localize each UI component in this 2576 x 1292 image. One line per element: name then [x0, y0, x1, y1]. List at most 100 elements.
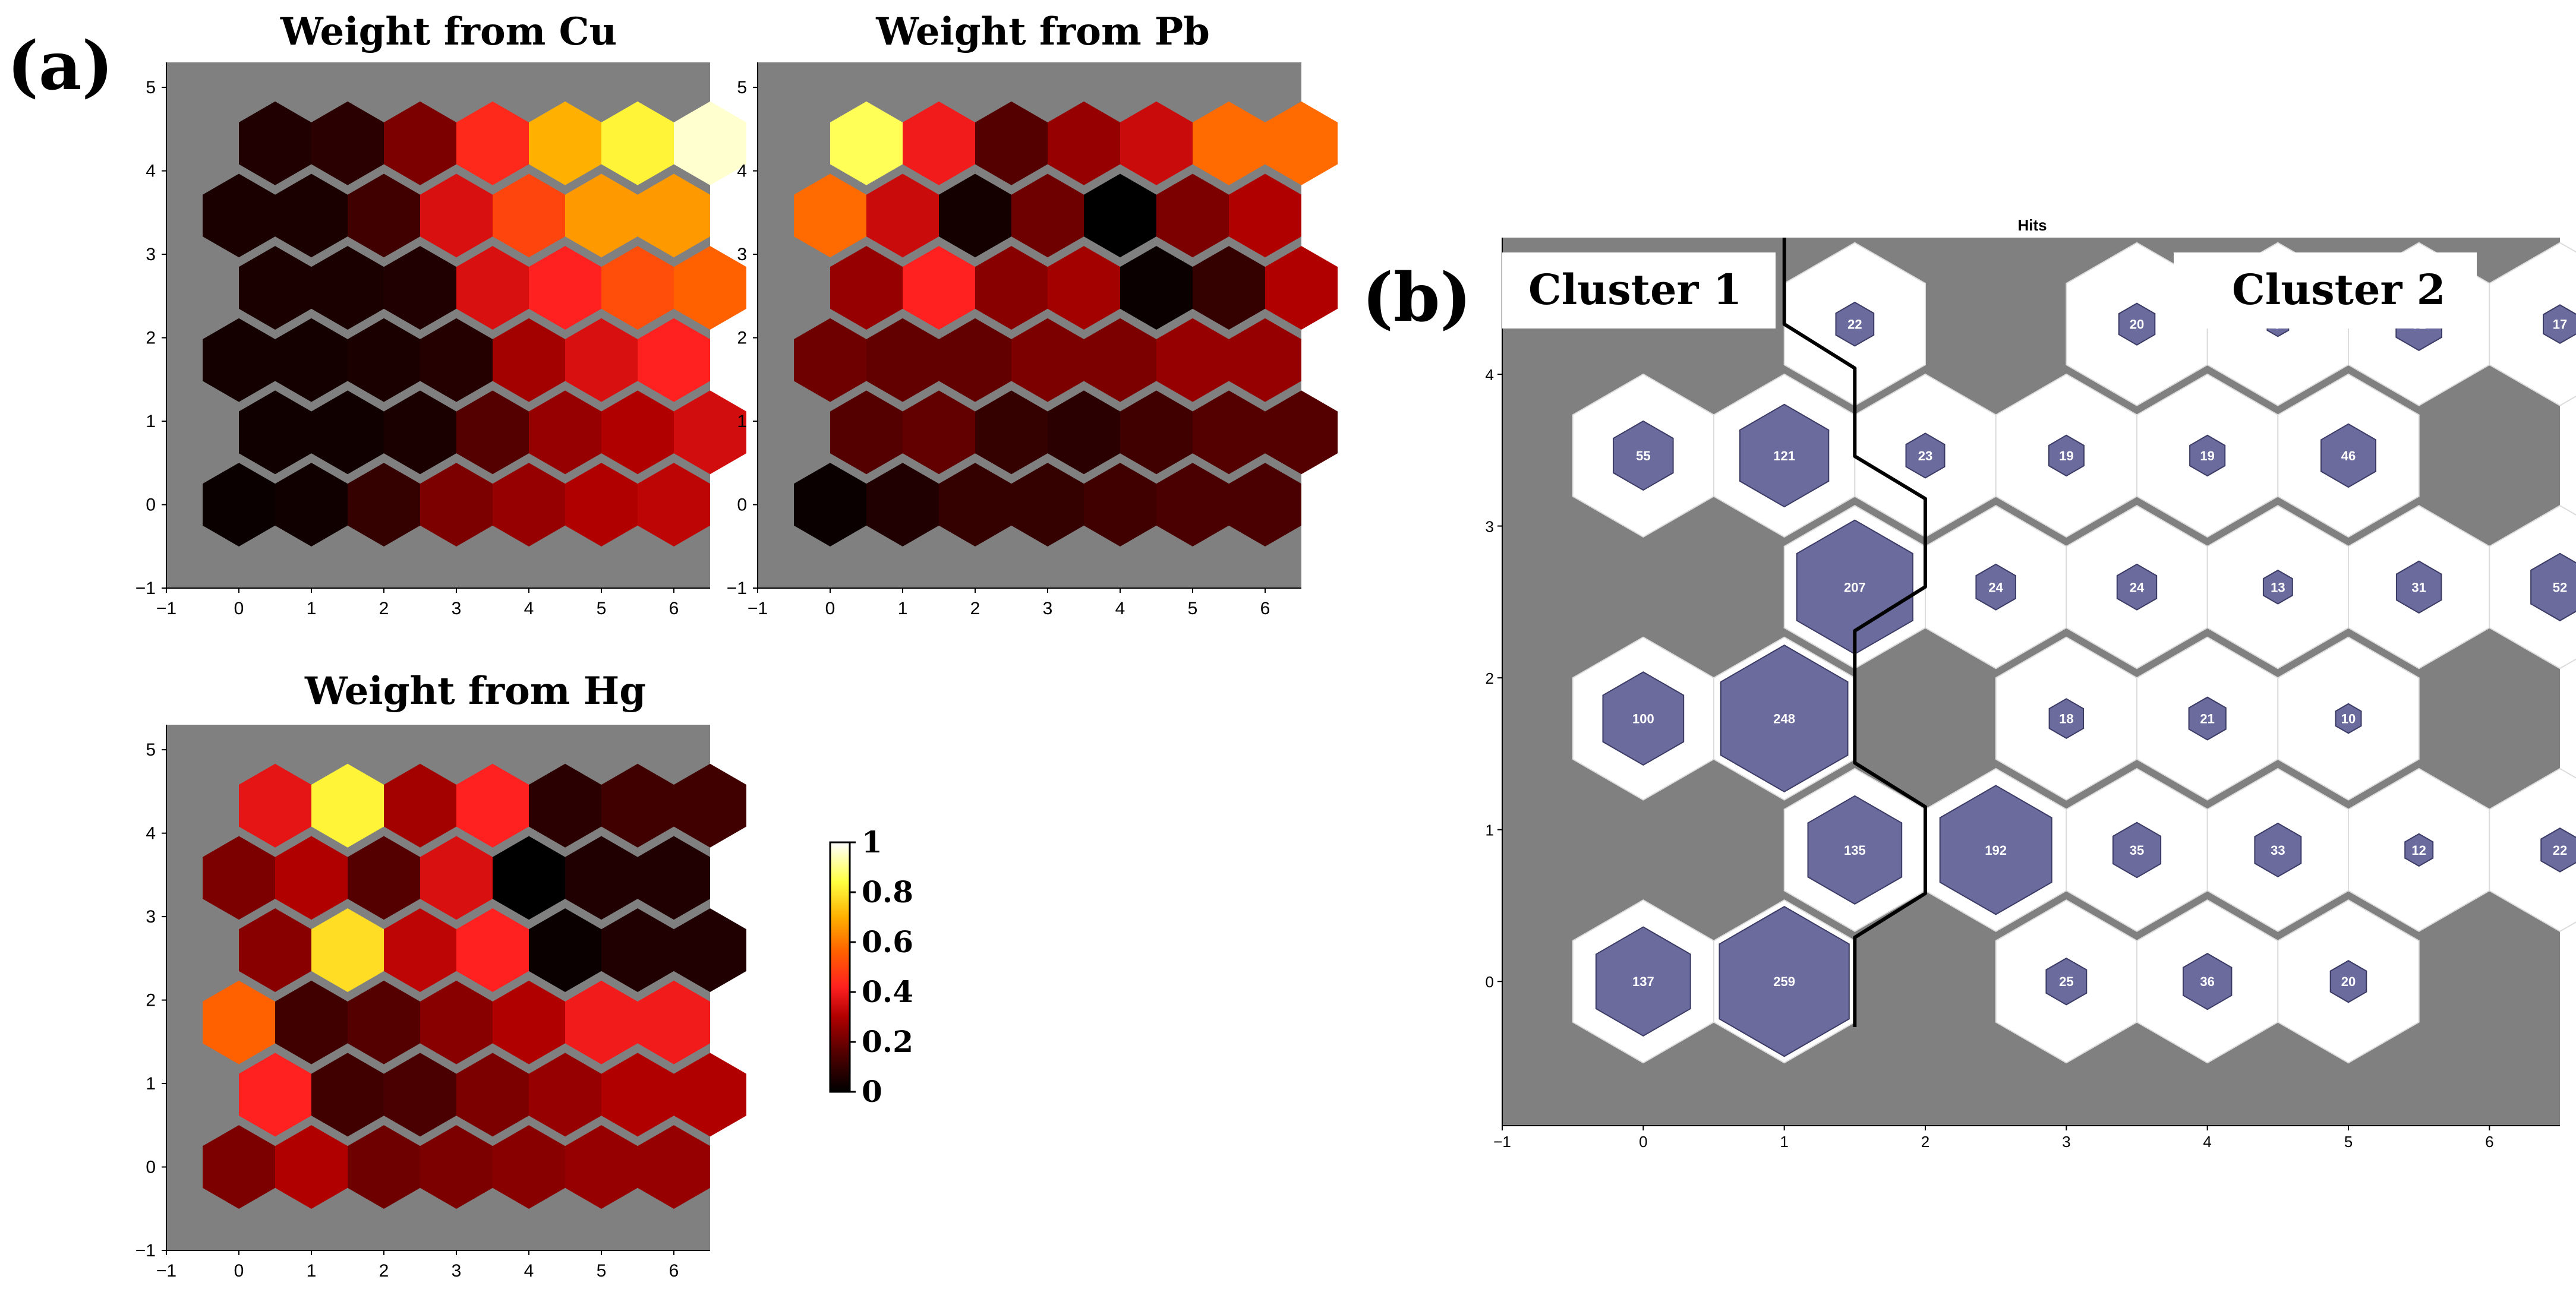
hex-cell — [565, 173, 638, 258]
hex-cell — [1265, 246, 1338, 330]
x-tick-label: −1 — [748, 599, 768, 618]
x-tick-label: 3 — [452, 599, 462, 618]
x-tick-label: 6 — [669, 599, 679, 618]
pb-chart-title: Weight from Pb — [875, 10, 1210, 54]
hit-hex — [1602, 671, 1685, 766]
hex-cell — [456, 763, 529, 848]
hit-count-label: 24 — [1988, 580, 2003, 595]
hex-cell — [565, 318, 638, 402]
y-tick-label: 3 — [146, 245, 156, 264]
hit-count-label: 21 — [2200, 712, 2214, 726]
cluster-1-label: Cluster 1 — [1528, 265, 1742, 314]
hex-cell — [203, 1125, 275, 1209]
hex-cell — [1156, 318, 1229, 402]
hex-cell — [565, 980, 638, 1064]
colorbar-tick-label: 0.4 — [862, 974, 913, 1009]
hit-count-label: 207 — [1844, 580, 1866, 595]
hex-cell — [939, 173, 1011, 258]
hex-cell — [275, 1125, 348, 1209]
y-tick-label: 0 — [1486, 973, 1494, 991]
hex-cell — [275, 836, 348, 920]
hex-neuron — [2489, 242, 2576, 406]
hit-hex — [2320, 423, 2376, 488]
hit-count-label: 33 — [2271, 843, 2285, 858]
y-tick-label: 1 — [146, 412, 156, 431]
hex-cell — [830, 101, 903, 185]
x-tick-label: 1 — [307, 599, 317, 618]
x-tick-label: 5 — [597, 1261, 607, 1281]
hex-cell — [239, 101, 311, 185]
hex-cell — [311, 390, 384, 475]
hex-cell — [1048, 101, 1120, 185]
hit-hex — [1905, 432, 1946, 479]
y-tick-label: 4 — [146, 162, 156, 181]
hit-count-label: 248 — [1773, 712, 1795, 726]
hit-hex — [1807, 795, 1903, 905]
hit-count-label: 23 — [1918, 448, 1932, 463]
hex-cell — [384, 390, 456, 475]
hex-cell — [456, 101, 529, 185]
hex-cell — [975, 390, 1048, 475]
hex-cell — [275, 173, 348, 258]
hex-cell — [975, 246, 1048, 330]
x-tick-label: 1 — [307, 1261, 317, 1281]
hex-cell — [311, 1053, 384, 1137]
y-tick-label: 2 — [146, 328, 156, 348]
y-tick-label: 4 — [737, 162, 747, 181]
y-tick-label: −1 — [135, 1241, 156, 1261]
hit-hex — [2329, 960, 2367, 1003]
x-tick-label: 1 — [898, 599, 908, 618]
hex-cell — [239, 1053, 311, 1137]
hits-title: Hits — [2017, 216, 2047, 234]
hex-cell — [456, 246, 529, 330]
y-tick-label: 4 — [146, 824, 156, 844]
hex-cell — [311, 246, 384, 330]
hex-cell — [830, 390, 903, 475]
y-tick-label: 2 — [146, 991, 156, 1010]
hex-cell — [311, 101, 384, 185]
hit-hex — [1739, 403, 1830, 508]
y-tick-label: 2 — [737, 328, 747, 348]
hit-count-label: 19 — [2200, 448, 2214, 463]
cluster-1-box — [1502, 252, 1776, 328]
hex-cell — [348, 463, 420, 547]
hex-cell — [348, 173, 420, 258]
hit-count-label: 36 — [2200, 974, 2214, 989]
x-tick-label: 2 — [379, 599, 389, 618]
y-tick-label: 3 — [146, 907, 156, 927]
hex-cell — [638, 980, 710, 1064]
hit-count-label: 192 — [1985, 843, 2007, 858]
x-tick-label: 0 — [1639, 1133, 1647, 1151]
y-tick-label: 5 — [146, 78, 156, 97]
hex-cell — [638, 318, 710, 402]
colorbar-tick-label: 0.6 — [862, 924, 913, 959]
hex-cell — [975, 101, 1048, 185]
hex-cell — [384, 908, 456, 992]
hex-cell — [1193, 101, 1265, 185]
x-tick-label: 4 — [524, 1261, 534, 1281]
x-tick-label: 1 — [1780, 1133, 1788, 1151]
hex-cell — [493, 980, 565, 1064]
hex-cell — [830, 246, 903, 330]
hex-cell — [674, 763, 746, 848]
hex-cell — [1229, 318, 1301, 402]
hex-cell — [1120, 246, 1193, 330]
x-tick-label: 0 — [825, 599, 835, 618]
hit-hex — [2395, 560, 2442, 614]
y-tick-label: 5 — [146, 740, 156, 760]
cu-chart-title: Weight from Cu — [280, 10, 617, 54]
y-tick-label: 5 — [737, 78, 747, 97]
hex-cell — [493, 173, 565, 258]
hex-cell — [1048, 390, 1120, 475]
colorbar: 10.80.60.40.20 — [829, 825, 913, 1109]
hit-count-label: 20 — [2341, 974, 2356, 989]
y-tick-label: −1 — [727, 579, 747, 598]
hit-hex — [2262, 569, 2293, 605]
hex-cell — [348, 836, 420, 920]
hex-cell — [348, 980, 420, 1064]
hex-cell — [1084, 318, 1156, 402]
hex-cell — [601, 246, 674, 330]
x-tick-label: 5 — [1188, 599, 1198, 618]
hit-hex — [1595, 926, 1691, 1037]
